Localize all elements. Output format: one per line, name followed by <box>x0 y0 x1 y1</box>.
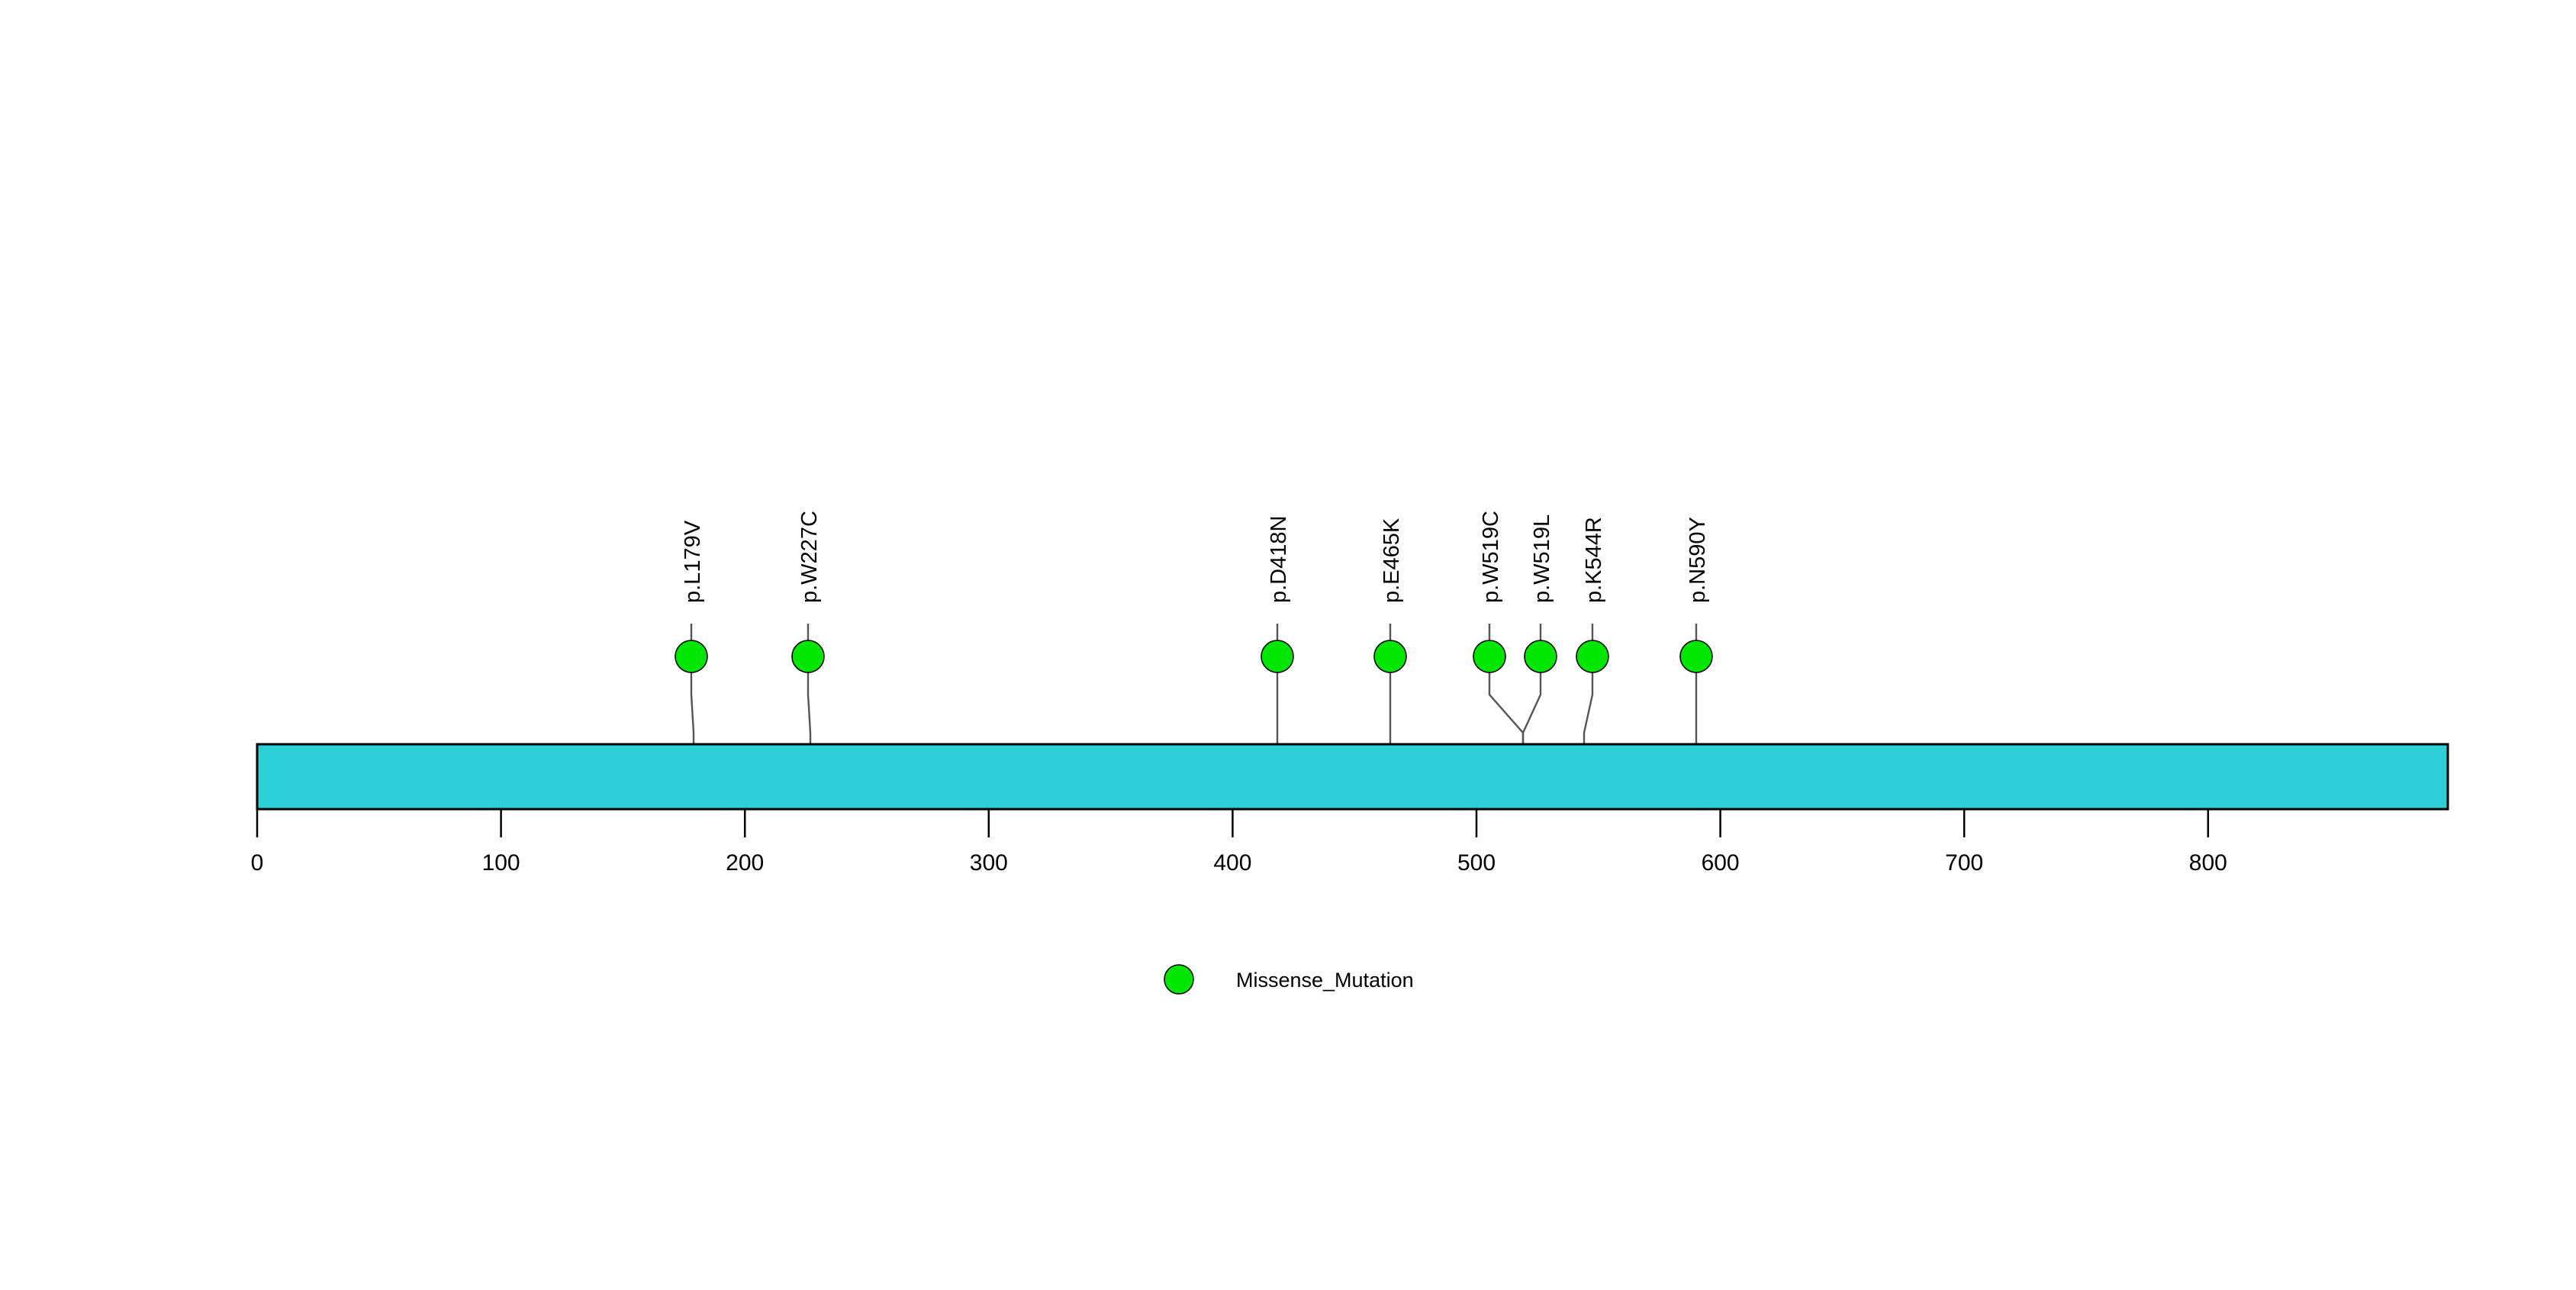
mutation-labels: p.L179V p.W227C p.D418N p.E465K p.W519C p.W51… <box>681 511 1710 603</box>
lollipop-head-pN590Y[interactable] <box>1679 640 1713 673</box>
legend-marker-missense[interactable] <box>1164 964 1194 995</box>
mutation-label-pD418N: p.D418N <box>1267 516 1291 603</box>
chart-legend: Missense_Mutation <box>1164 964 1414 995</box>
lollipop-head-pD418N[interactable] <box>1261 640 1294 673</box>
x-axis-tick-label: 200 <box>726 850 764 876</box>
lollipop-head-pK544R[interactable] <box>1576 640 1609 673</box>
mutation-label-pW519L: p.W519L <box>1530 514 1554 603</box>
x-axis-tick-label: 800 <box>2189 850 2227 876</box>
lollipop-heads <box>675 640 1713 673</box>
lollipop-head-pW519C[interactable] <box>1473 640 1506 673</box>
lollipop-head-pE465K[interactable] <box>1373 640 1407 673</box>
x-axis: 0 100 200 300 400 500 600 700 800 <box>251 809 2227 876</box>
lollipop-head-pW519L[interactable] <box>1524 640 1557 673</box>
mutation-label-pW519C: p.W519C <box>1479 511 1503 603</box>
x-axis-tick-label: 0 <box>251 850 264 876</box>
x-axis-tick-label: 300 <box>970 850 1008 876</box>
protein-backbone-bar[interactable] <box>256 743 2449 811</box>
x-axis-tick-label: 400 <box>1213 850 1251 876</box>
legend-label-missense: Missense_Mutation <box>1236 969 1414 992</box>
mutation-label-pL179V: p.L179V <box>681 520 705 603</box>
x-axis-tick-label: 500 <box>1457 850 1496 876</box>
mutation-label-pK544R: p.K544R <box>1582 517 1606 603</box>
mutation-label-pE465K: p.E465K <box>1380 518 1404 603</box>
x-axis-tick-label: 700 <box>1945 850 1983 876</box>
lollipop-head-pW227C[interactable] <box>791 640 825 673</box>
x-axis-tick-label: 100 <box>482 850 520 876</box>
lollipop-head-pL179V[interactable] <box>675 640 708 673</box>
mutation-label-pN590Y: p.N590Y <box>1686 517 1710 603</box>
mutation-label-pW227C: p.W227C <box>797 511 822 603</box>
x-axis-tick-label: 600 <box>1702 850 1740 876</box>
